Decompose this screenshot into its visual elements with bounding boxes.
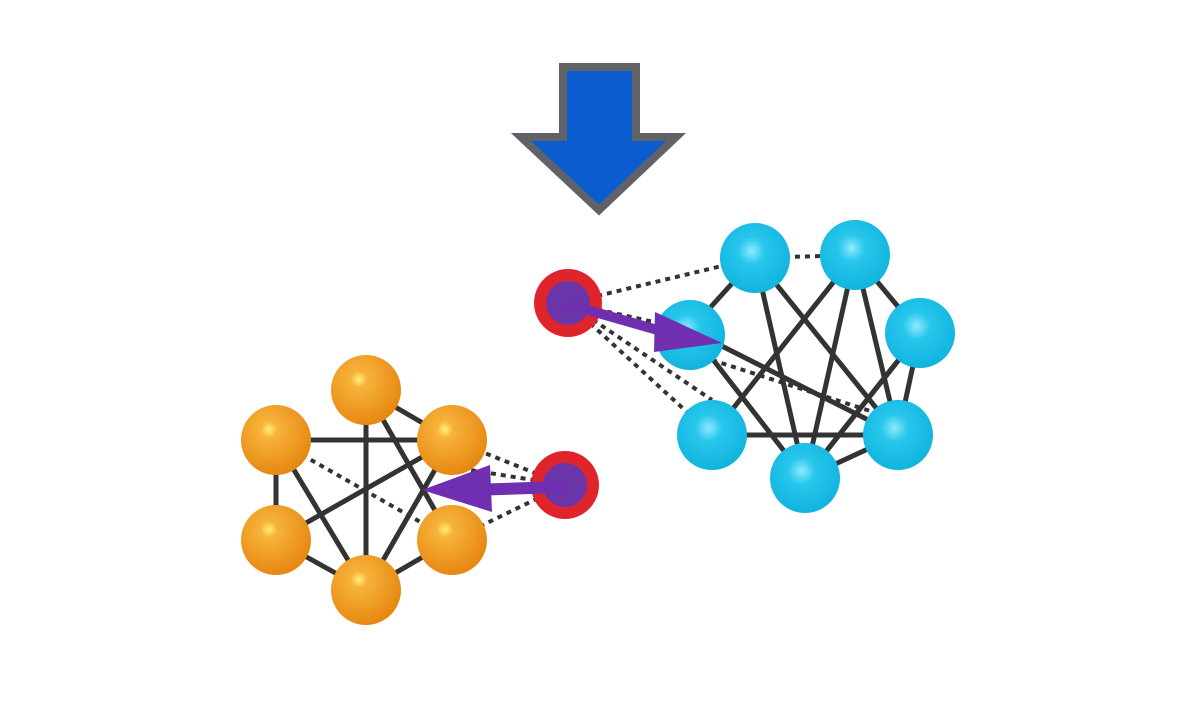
cyan-cluster <box>655 220 955 513</box>
cyan-node <box>820 220 890 290</box>
assignment-arrow-icon <box>565 300 722 352</box>
cyan-node <box>863 400 933 470</box>
cyan-node <box>720 223 790 293</box>
orange-node <box>241 405 311 475</box>
orange-node <box>331 555 401 625</box>
cyan-node <box>885 298 955 368</box>
assignment-arrow-icon <box>422 465 568 512</box>
cyan-node <box>770 443 840 513</box>
orange-node <box>331 355 401 425</box>
down-arrow-icon <box>510 63 687 216</box>
orange-node <box>241 505 311 575</box>
candidate-links <box>451 256 756 542</box>
cyan-node <box>677 400 747 470</box>
orange-node <box>417 505 487 575</box>
orange-node <box>417 405 487 475</box>
orange-cluster <box>241 355 487 625</box>
